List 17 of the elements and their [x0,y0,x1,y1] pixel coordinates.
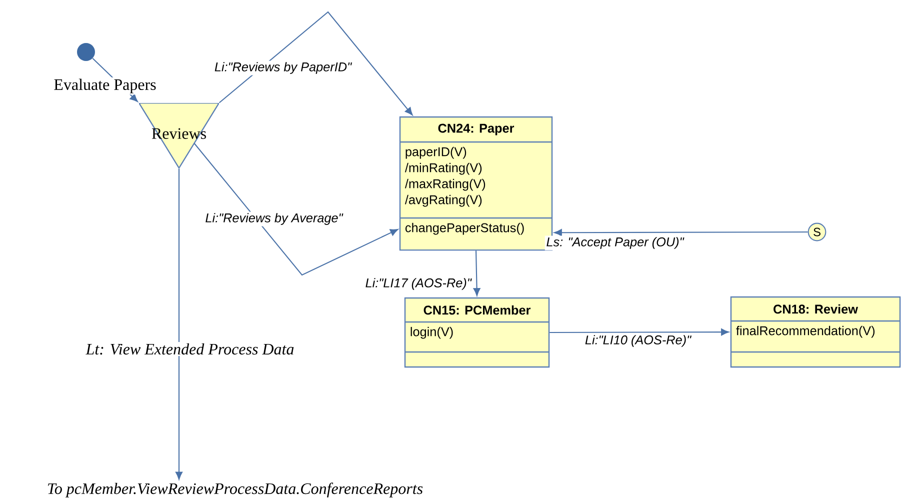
edge-label: Li:"Reviews by Average" [204,212,344,226]
connector [194,143,398,276]
edge-label: Li:"LI10 (AOS-Re)" [584,334,692,348]
connector [554,229,808,236]
edge-label: Ls: "Accept Paper (OU)" [544,236,686,250]
class-box: CN18: Review finalRecommendation(V) [730,296,901,368]
connector [218,11,413,116]
connector [175,168,183,480]
target-text: To pcMember.ViewReviewProcessData.ConferenceReports [48,482,423,498]
edge-label: Evaluate Papers [52,77,158,95]
edge-label: Li:"Reviews by PaperID" [213,60,353,76]
start-dot [77,43,95,61]
edge-label: Li:"LI17 (AOS-Re)" [364,276,473,292]
connector [473,250,480,296]
class-box: CN15: PCMember login(V) [404,297,550,368]
connector [550,328,729,336]
edge-label: Lt: View Extended Process Data [84,342,296,356]
